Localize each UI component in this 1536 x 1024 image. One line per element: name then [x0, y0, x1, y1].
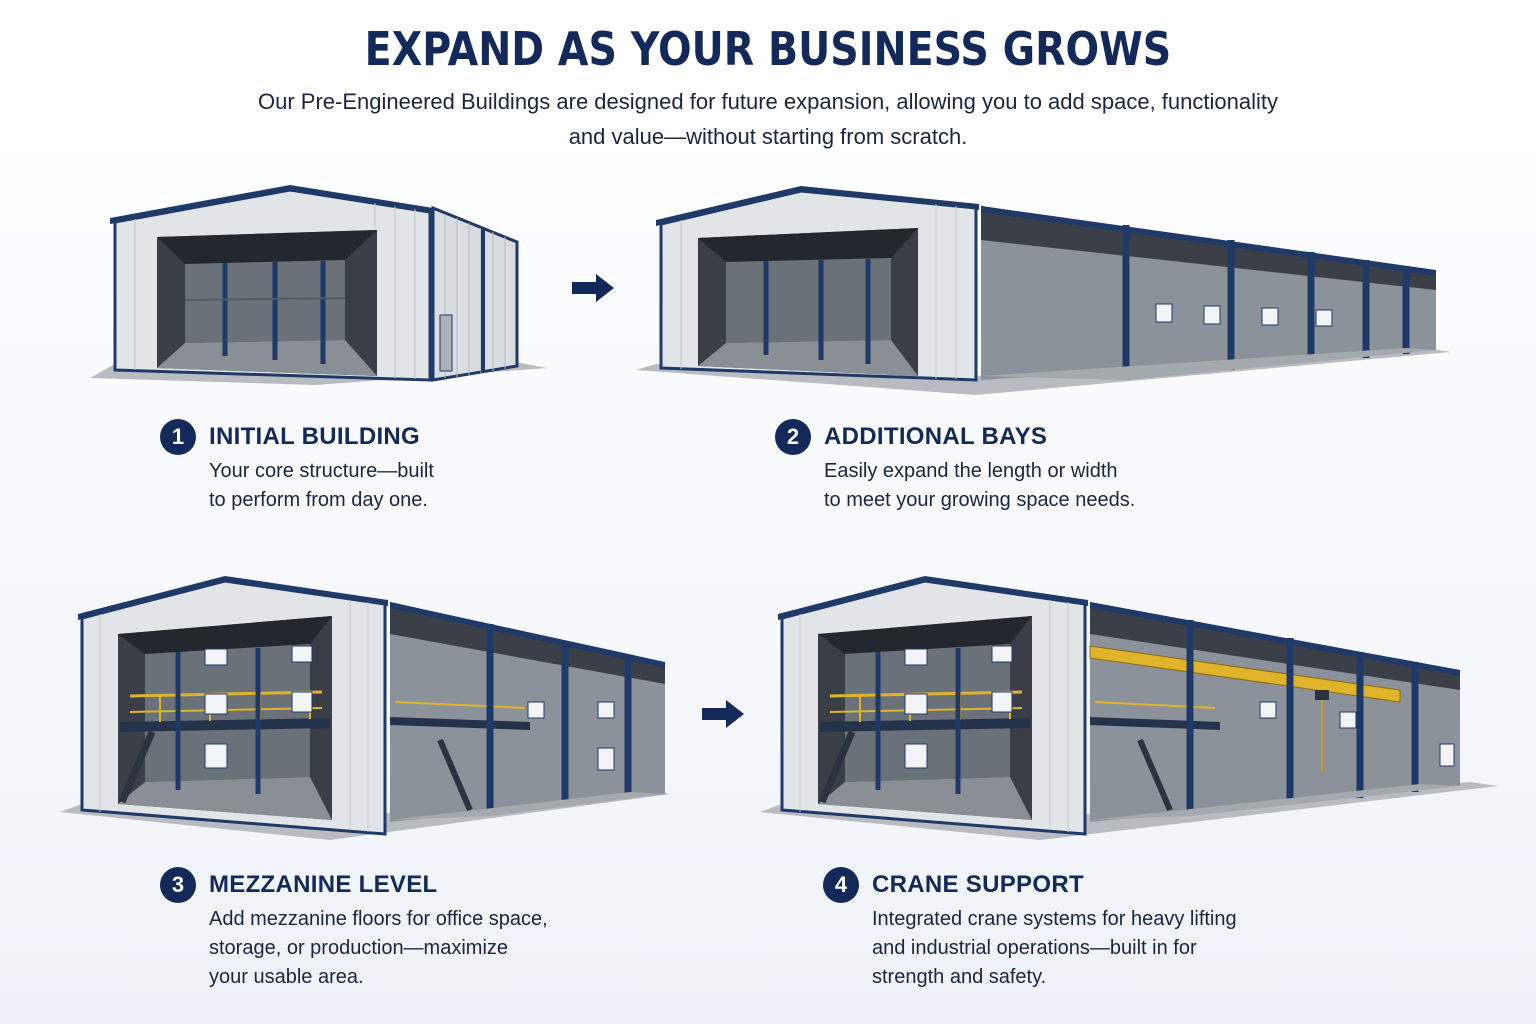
step-4-desc-line: strength and safety. [872, 966, 1047, 988]
subtitle-line-2: and value—without starting from scratch. [568, 124, 968, 149]
step-3-desc-line: storage, or production—maximize [209, 937, 509, 959]
step-2-desc-line: Easily expand the length or width [824, 460, 1118, 482]
step-4-description: Integrated crane systems for heavy lifti… [872, 905, 1237, 992]
step-2-title: ADDITIONAL BAYS [824, 423, 1048, 450]
step-1-title: INITIAL BUILDING [209, 423, 421, 450]
page-title: EXPAND AS YOUR BUSINESS GROWS [364, 22, 1172, 76]
subtitle-line-1: Our Pre-Engineered Buildings are designe… [258, 89, 1278, 114]
step-3-badge: 3 [160, 867, 196, 903]
step-1-badge: 1 [160, 419, 196, 455]
step-4-desc-line: and industrial operations—built in for [872, 937, 1197, 959]
step-4-badge: 4 [823, 867, 859, 903]
step-3-description: Add mezzanine floors for office space, s… [209, 905, 548, 992]
additional-bays-illustration [636, 186, 1451, 395]
step-2-description: Easily expand the length or width to mee… [824, 457, 1135, 515]
step-1-desc-line: Your core structure—built [209, 460, 434, 482]
arrow-right-icon-2 [702, 700, 744, 728]
mezzanine-level-illustration [60, 576, 670, 840]
step-3-desc-line: your usable area. [209, 966, 364, 988]
step-4-desc-line: Integrated crane systems for heavy lifti… [872, 908, 1237, 930]
crane-support-illustration [760, 576, 1498, 840]
step-4-title: CRANE SUPPORT [872, 871, 1084, 898]
page-subtitle: Our Pre-Engineered Buildings are designe… [168, 84, 1368, 154]
step-1-desc-line: to perform from day one. [209, 489, 428, 511]
arrow-right-icon [572, 274, 614, 302]
initial-building-illustration [90, 185, 547, 385]
step-3-title: MEZZANINE LEVEL [209, 871, 438, 898]
step-2-badge: 2 [775, 419, 811, 455]
step-3-desc-line: Add mezzanine floors for office space, [209, 908, 548, 930]
step-2-desc-line: to meet your growing space needs. [824, 489, 1136, 511]
step-1-description: Your core structure—built to perform fro… [209, 457, 434, 515]
